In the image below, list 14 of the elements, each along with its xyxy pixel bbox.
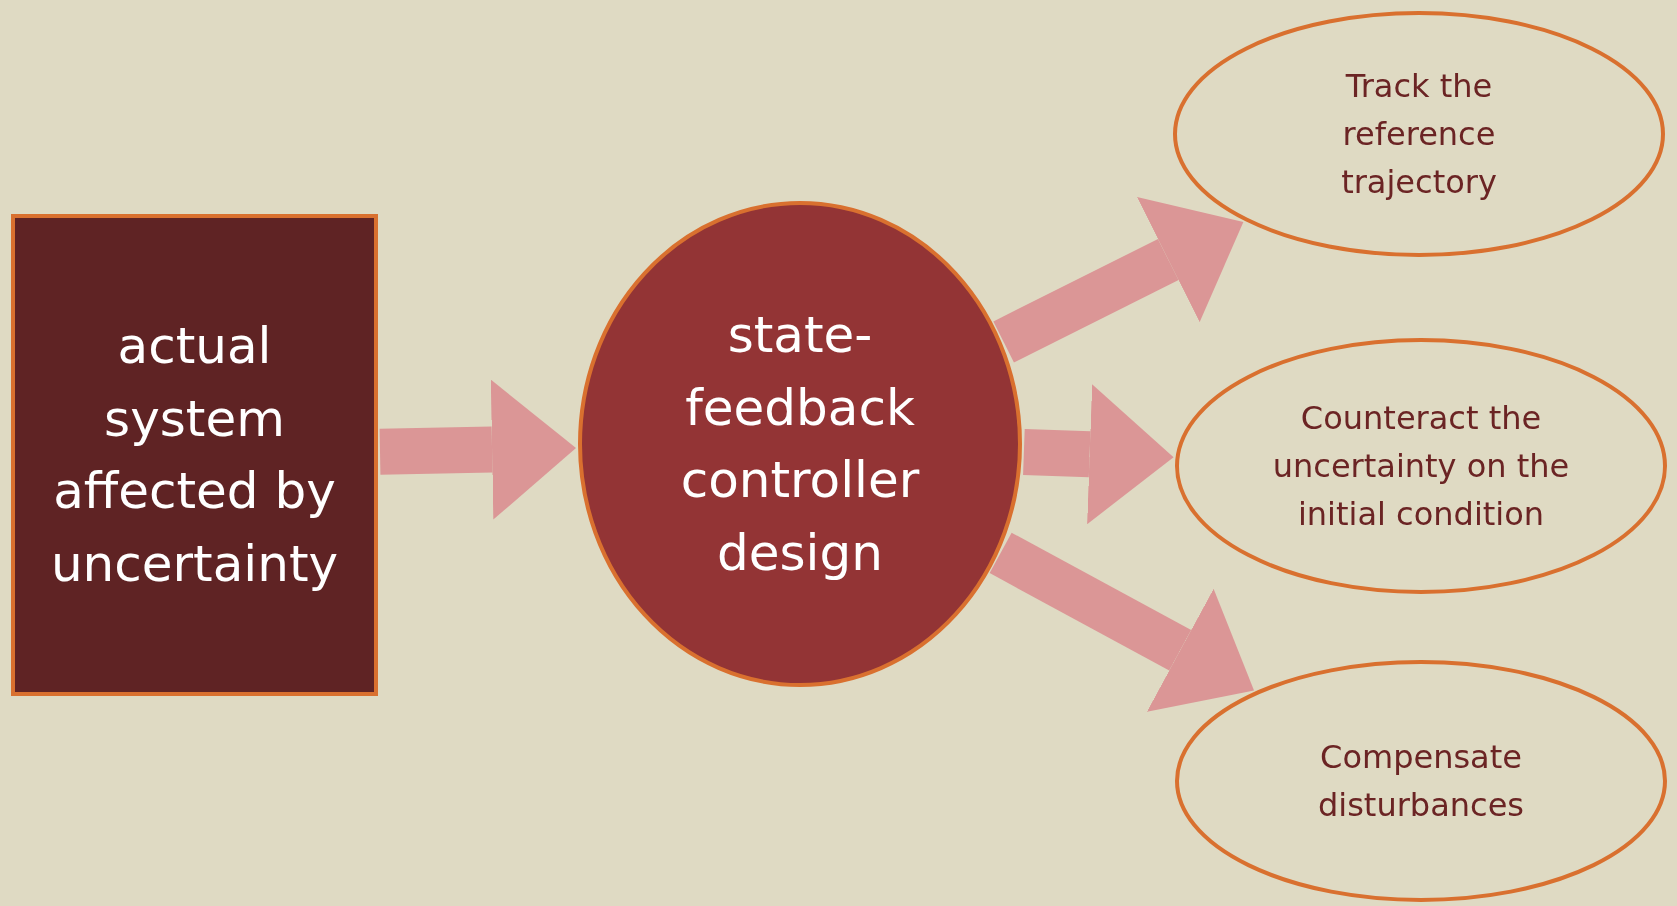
block-arrow bbox=[989, 532, 1255, 712]
node-label: actual system affected by uncertainty bbox=[49, 316, 340, 595]
node-label: Counteract the uncertainty on the initial condition bbox=[1271, 398, 1571, 535]
node-label: state-feedback controller design bbox=[679, 305, 921, 584]
block-arrow bbox=[379, 379, 577, 520]
process-circle bbox=[578, 201, 1022, 687]
process-box bbox=[11, 214, 378, 696]
block-arrow bbox=[1023, 384, 1174, 525]
block-arrow bbox=[993, 196, 1244, 363]
goal-ellipse bbox=[1173, 11, 1665, 257]
goal-ellipse bbox=[1175, 338, 1667, 594]
node-label: Compensate disturbances bbox=[1317, 737, 1525, 826]
goal-ellipse bbox=[1175, 660, 1667, 902]
node-label: Track the reference trajectory bbox=[1340, 66, 1498, 203]
